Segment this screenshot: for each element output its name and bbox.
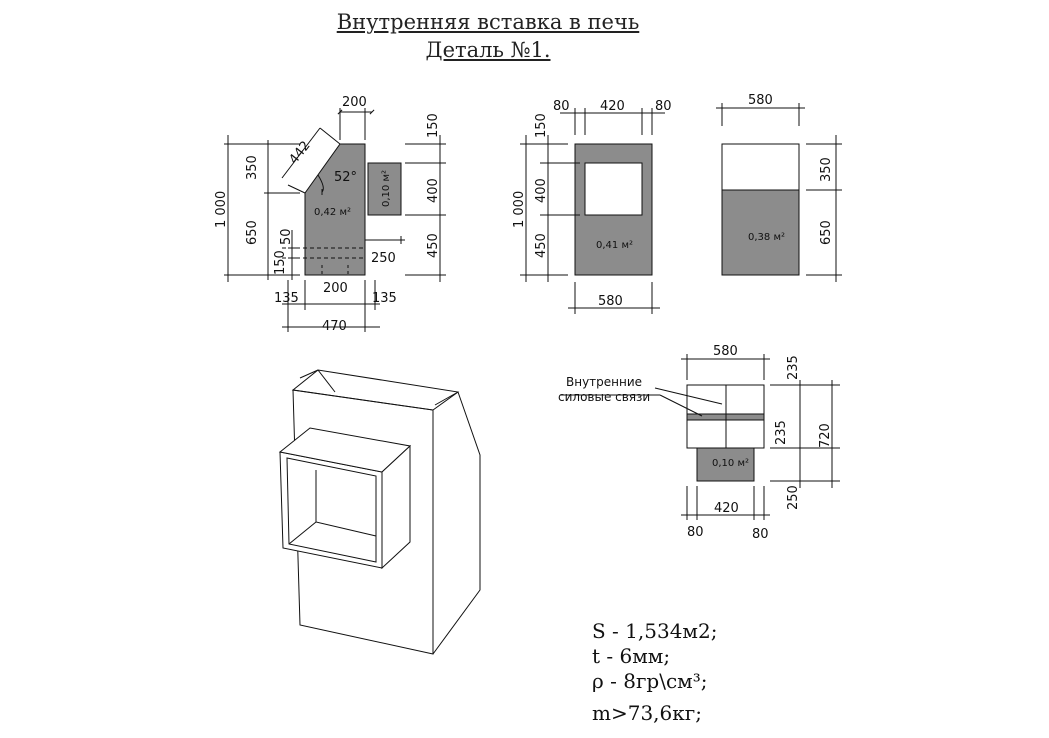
back-panel-fill <box>721 189 800 276</box>
dim-front-80-left: 80 <box>553 99 570 114</box>
spec-area: S - 1,534м2; <box>592 619 718 643</box>
dim-height-350: 350 <box>245 155 260 180</box>
dim-front-420: 420 <box>600 99 625 114</box>
dim-right-150: 150 <box>426 113 441 138</box>
dim-250: 250 <box>371 251 396 266</box>
dim-back-650: 650 <box>819 220 834 245</box>
dim-top-235-top: 235 <box>786 355 801 380</box>
dim-front-1000: 1 000 <box>512 191 527 228</box>
side-panel-shape <box>304 143 366 276</box>
top-view-labels: 580 Внутренние силовые связи 235 235 250… <box>558 344 833 542</box>
dim-top-80-right: 80 <box>752 527 769 542</box>
front-window-opening <box>584 162 643 216</box>
back-view-labels: 580 350 650 0,38 м² <box>748 93 834 245</box>
dim-front-580: 580 <box>598 294 623 309</box>
top-window-panel <box>696 447 755 482</box>
area-side-window: 0,10 м² <box>381 170 392 207</box>
dim-height-650: 650 <box>245 220 260 245</box>
area-front: 0,41 м² <box>596 240 633 251</box>
side-view <box>224 108 446 332</box>
spec-density: ρ - 8гр\см³; <box>592 669 708 693</box>
iso-right-side <box>432 391 481 655</box>
drawing-subtitle: Деталь №1. <box>425 38 551 62</box>
spec-thickness: t - 6мм; <box>592 644 671 668</box>
area-side-main: 0,42 м² <box>314 207 351 218</box>
back-panel-top <box>721 143 800 191</box>
dim-slant-442: 442 <box>286 138 313 167</box>
dim-top-580: 580 <box>713 344 738 359</box>
dim-top-250: 250 <box>786 485 801 510</box>
dim-bottom-200: 200 <box>323 281 348 296</box>
front-view-labels: 80 420 80 150 400 450 1 000 580 0,41 м² <box>512 99 672 309</box>
area-top: 0,10 м² <box>712 458 749 469</box>
note-line2: силовые связи <box>558 390 650 404</box>
spec-mass: m>73,6кг; <box>592 701 702 725</box>
dim-left-150: 150 <box>273 250 288 275</box>
dim-top-420: 420 <box>714 501 739 516</box>
dim-bottom-135-right: 135 <box>372 291 397 306</box>
dim-back-580: 580 <box>748 93 773 108</box>
dim-top-720: 720 <box>818 423 833 448</box>
dim-front-150: 150 <box>534 113 549 138</box>
isometric-view <box>278 369 481 655</box>
iso-box-opening <box>286 457 377 563</box>
dim-height-1000: 1 000 <box>214 191 229 228</box>
top-view <box>560 354 840 520</box>
side-window-panel <box>367 162 402 216</box>
dim-front-80-right: 80 <box>655 99 672 114</box>
dim-right-450: 450 <box>426 233 441 258</box>
dim-front-450: 450 <box>534 233 549 258</box>
back-view <box>716 103 842 282</box>
dim-right-400: 400 <box>426 178 441 203</box>
dim-angle-52: 52° <box>334 170 357 185</box>
iso-box-side <box>381 444 411 570</box>
iso-top-face <box>291 369 460 411</box>
note-line1: Внутренние <box>566 375 642 389</box>
dim-bottom-470: 470 <box>322 319 347 334</box>
dim-left-50: 50 <box>279 228 294 245</box>
dim-top-80-left: 80 <box>687 525 704 540</box>
dim-back-350: 350 <box>819 157 834 182</box>
dim-front-400: 400 <box>534 178 549 203</box>
front-view <box>520 108 665 314</box>
area-back: 0,38 м² <box>748 232 785 243</box>
dim-top-235-mid: 235 <box>774 420 789 445</box>
dim-bottom-135-left: 135 <box>274 291 299 306</box>
drawing-title: Внутренняя вставка в печь <box>336 10 640 34</box>
dim-top-200: 200 <box>342 95 367 110</box>
